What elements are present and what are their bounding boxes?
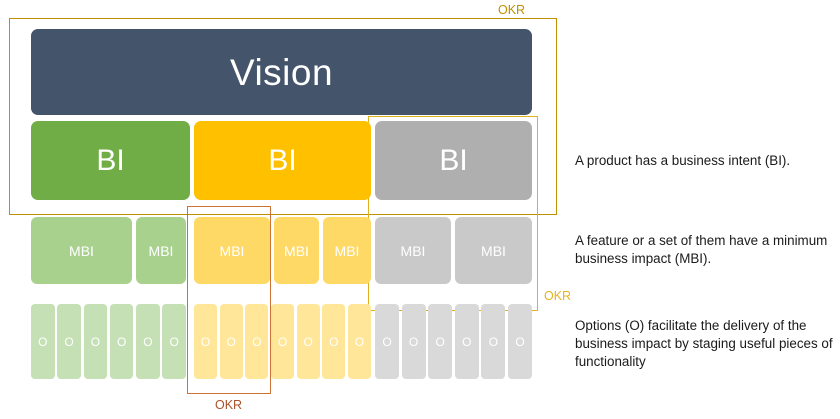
mbi-block-yellow-3[interactable]: MBI — [323, 217, 371, 284]
option-block-gray-3[interactable]: O — [428, 304, 453, 379]
mbi-block-gray-2[interactable]: MBI — [455, 217, 532, 284]
option-block-green-5[interactable]: O — [136, 304, 160, 379]
description-mbi: A feature or a set of them have a minimu… — [575, 233, 828, 266]
option-block-yellow-7[interactable]: O — [347, 304, 371, 379]
option-block-green-6[interactable]: O — [162, 304, 186, 379]
option-block-yellow-1[interactable]: O — [194, 304, 218, 379]
vision-block[interactable]: Vision — [31, 29, 532, 115]
bi-block-yellow[interactable]: BI — [194, 121, 371, 200]
mbi-block-green-2[interactable]: MBI — [136, 217, 186, 284]
option-block-gray-4[interactable]: O — [454, 304, 479, 379]
option-block-yellow-2[interactable]: O — [219, 304, 243, 379]
option-block-green-2[interactable]: O — [57, 304, 81, 379]
okr-label-yellow: OKR — [215, 398, 243, 412]
option-block-green-4[interactable]: O — [109, 304, 134, 379]
okr-label-vision: OKR — [498, 3, 526, 17]
option-block-yellow-6[interactable]: O — [322, 304, 346, 379]
option-block-yellow-5[interactable]: O — [296, 304, 320, 379]
mbi-block-yellow-2[interactable]: MBI — [274, 217, 319, 284]
option-block-yellow-4[interactable]: O — [270, 304, 295, 379]
option-block-gray-1[interactable]: O — [375, 304, 399, 379]
description-options: Options (O) facilitate the delivery of t… — [575, 318, 833, 369]
option-block-green-1[interactable]: O — [31, 304, 55, 379]
description-bi: A product has a business intent (BI). — [575, 153, 791, 168]
option-block-gray-5[interactable]: O — [481, 304, 506, 379]
okr-label-gray: OKR — [544, 289, 572, 303]
bi-block-gray[interactable]: BI — [375, 121, 532, 200]
mbi-block-gray-1[interactable]: MBI — [375, 217, 451, 284]
option-block-gray-6[interactable]: O — [508, 304, 532, 379]
mbi-block-green-1[interactable]: MBI — [31, 217, 132, 284]
bi-block-green[interactable]: BI — [31, 121, 190, 200]
mbi-block-yellow-1[interactable]: MBI — [194, 217, 270, 284]
option-block-green-3[interactable]: O — [83, 304, 108, 379]
option-block-gray-2[interactable]: O — [401, 304, 426, 379]
option-block-yellow-3[interactable]: O — [245, 304, 269, 379]
